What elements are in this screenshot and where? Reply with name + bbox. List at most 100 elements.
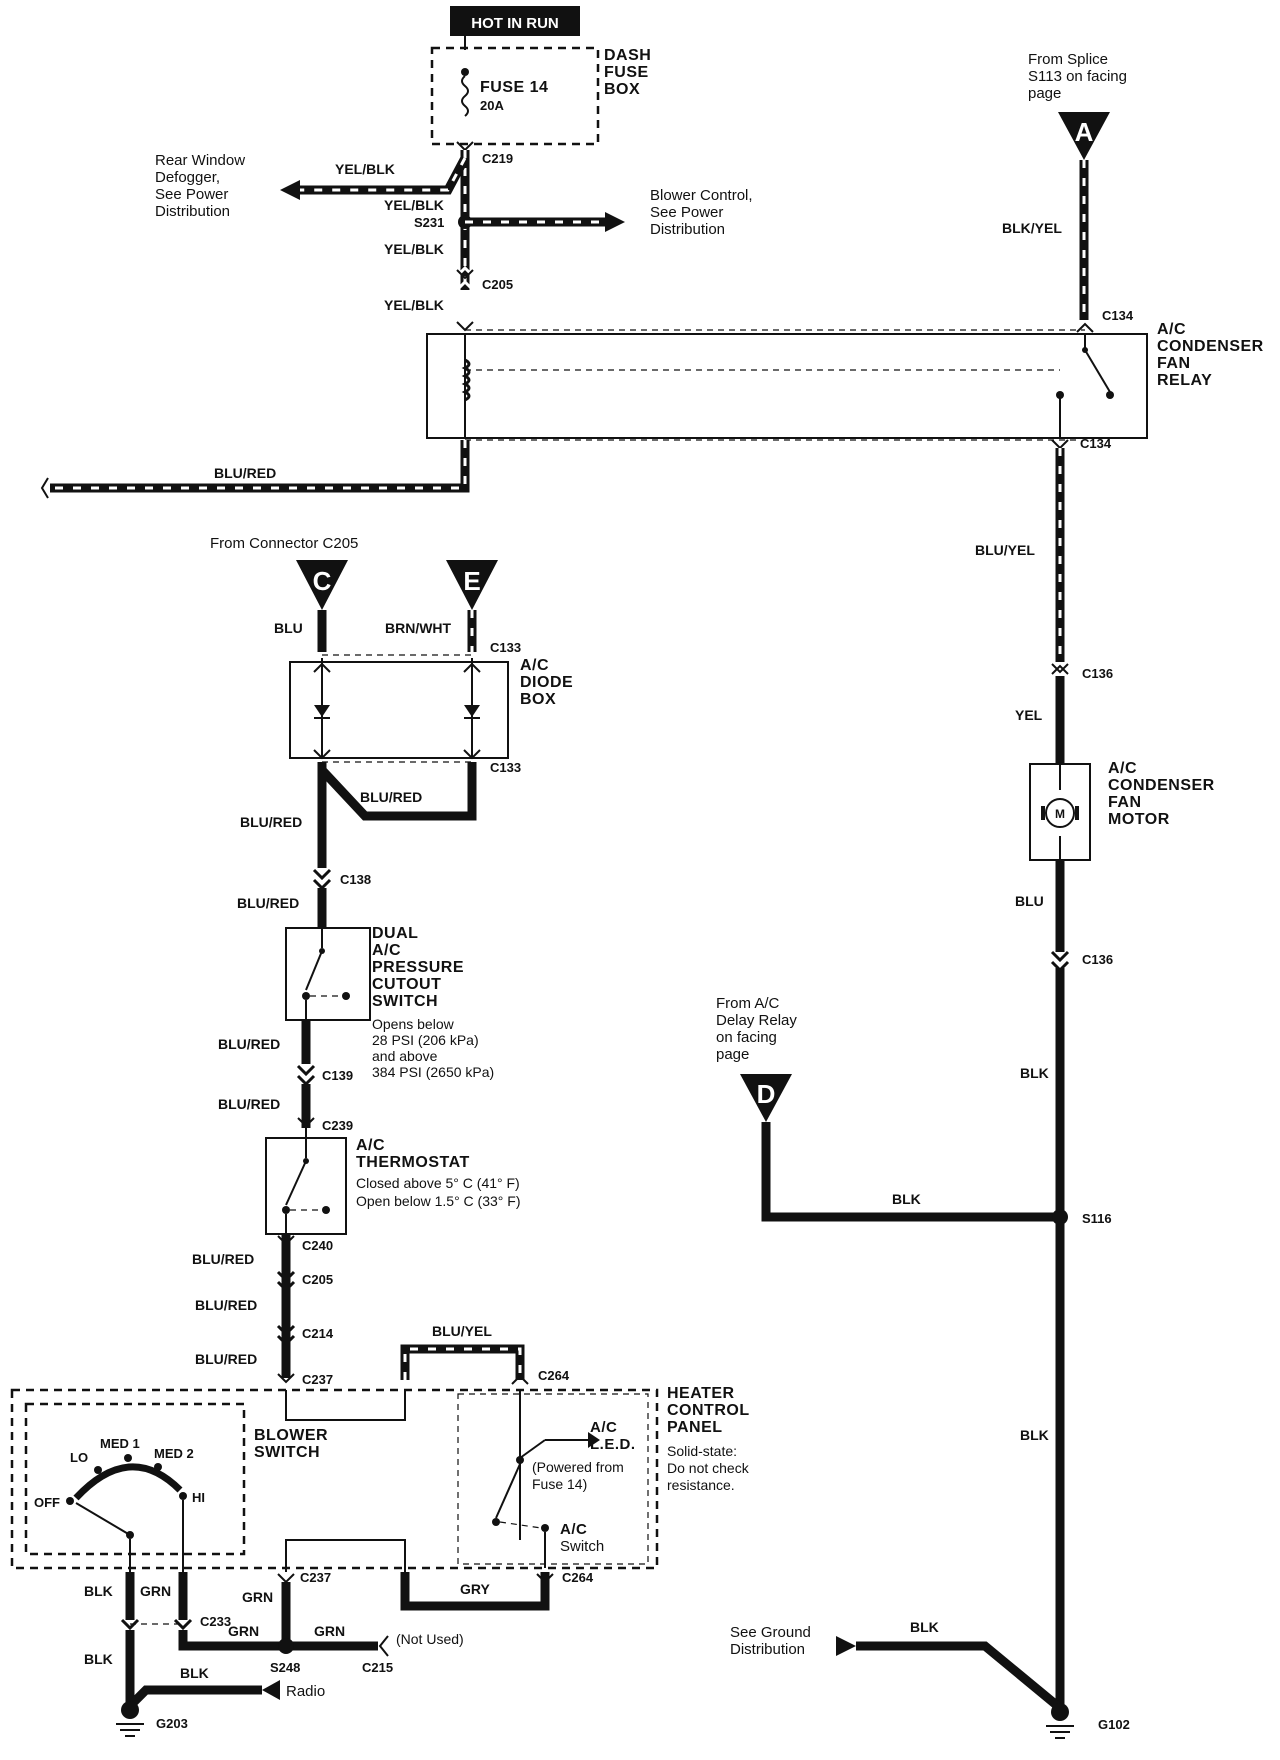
from-delay-line-1: From A/C (716, 995, 780, 1012)
from-splice-line-1: From Splice (1028, 51, 1108, 68)
wire-label-yel-blk-4: YEL/BLK (384, 297, 444, 313)
connector-c139-label: C139 (322, 1068, 353, 1083)
wire-label-grn-l4: GRN (314, 1623, 345, 1639)
pressure-switch-label-2: A/C (372, 942, 401, 959)
splice-s116-label: S116 (1082, 1211, 1112, 1226)
blower-pos-off: OFF (34, 1495, 60, 1510)
fan-motor-label-2: CONDENSER (1108, 777, 1215, 794)
thermostat-note-2: Open below 1.5° C (33° F) (356, 1193, 521, 1209)
wire-label-blu-yel-top: BLU/YEL (432, 1323, 492, 1339)
fan-motor-label-3: FAN (1108, 794, 1142, 811)
rear-window-line-1: Rear Window (155, 152, 245, 169)
wire-label-blk-ground: BLK (910, 1619, 939, 1635)
blower-control-line-1: Blower Control, (650, 187, 753, 204)
motor-symbol (1045, 798, 1075, 828)
blower-control-line-3: Distribution (650, 221, 725, 238)
blower-switch (24, 1402, 246, 1556)
wire-label-blk-s116: BLK (892, 1191, 921, 1207)
arrow-rear-window (280, 180, 300, 200)
see-ground-line-1: See Ground (730, 1624, 811, 1641)
fuse-label: FUSE 14 (480, 79, 548, 96)
diode-right (464, 705, 480, 717)
wire-label-blk-yel: BLK/YEL (1002, 220, 1062, 236)
fan-motor-label-4: MOTOR (1108, 811, 1170, 828)
wire-label-blk-right-2: BLK (1020, 1427, 1049, 1443)
relay-label-1: A/C (1157, 321, 1186, 338)
wire-label-gry: GRY (460, 1581, 490, 1597)
connector-c205a-symbol (456, 269, 474, 280)
connector-c133b-label: C133 (490, 760, 521, 775)
see-ground-line-2: Distribution (730, 1641, 805, 1658)
terminal-e (446, 560, 498, 610)
pressure-note-4: 384 PSI (2650 kPa) (372, 1064, 494, 1080)
blower-switch-arc (73, 1463, 183, 1501)
ac-led-label-2: L.E.D. (590, 1436, 636, 1453)
heater-note-1: Solid-state: (667, 1443, 737, 1459)
pressure-switch-label-1: DUAL (372, 925, 418, 942)
from-delay-line-2: Delay Relay (716, 1012, 797, 1029)
blower-pos-med2: MED 2 (154, 1446, 194, 1461)
pressure-note-1: Opens below (372, 1016, 455, 1032)
thermostat-note-1: Closed above 5° C (41° F) (356, 1175, 520, 1191)
ground-g203 (121, 1701, 139, 1719)
blower-pos-hi: HI (192, 1490, 205, 1505)
heater-note-3: resistance. (667, 1477, 735, 1493)
wire-label-blu-red-1: BLU/RED (240, 814, 302, 830)
terminal-c-label: C (313, 566, 332, 596)
connector-c205b-symbol (276, 1270, 296, 1293)
wire-blu-red-diode (318, 762, 477, 821)
wire-label-grn-l3: GRN (228, 1623, 259, 1639)
connector-c139-symbol (296, 1064, 316, 1087)
wire-label-brn-wht: BRN/WHT (385, 620, 452, 636)
blower-control-line-2: See Power (650, 204, 723, 221)
ac-condenser-fan-relay (426, 333, 1148, 439)
ac-switch-label-2: Switch (560, 1538, 604, 1555)
ground-g102 (1051, 1703, 1069, 1721)
connector-c240-label: C240 (302, 1238, 333, 1253)
fuse-box-title-1: DASH (604, 47, 651, 64)
wire-label-yel-blk-1: YEL/BLK (335, 161, 395, 177)
wire-label-blu-red-2: BLU/RED (237, 895, 299, 911)
relay-label-3: FAN (1157, 355, 1191, 372)
wire-label-blu-red-diode: BLU/RED (360, 789, 422, 805)
hot-in-run-label: HOT IN RUN (471, 15, 559, 32)
arrow-see-ground (836, 1636, 856, 1656)
ac-switch-section (457, 1393, 649, 1565)
arrow-radio (262, 1680, 280, 1700)
rear-window-line-2: Defogger, (155, 169, 220, 186)
terminal-e-label: E (463, 566, 480, 596)
from-splice-line-2: S113 on facing (1028, 68, 1127, 85)
heater-note-2: Do not check (667, 1460, 750, 1476)
blower-switch-label-2: SWITCH (254, 1444, 320, 1461)
rear-window-line-3: See Power (155, 186, 228, 203)
blower-pos-lo: LO (70, 1450, 88, 1465)
thermostat-label-2: THERMOSTAT (356, 1154, 470, 1171)
connector-c264b-label: C264 (562, 1570, 594, 1585)
led-note-1: (Powered from (532, 1459, 624, 1475)
rear-window-line-4: Distribution (155, 203, 230, 220)
terminal-d-label: D (757, 1079, 776, 1109)
ac-led-label-1: A/C (590, 1419, 617, 1436)
wire-blk-ground (856, 1641, 1063, 1712)
connector-c205a-label: C205 (482, 277, 513, 292)
heater-panel-label-1: HEATER (667, 1385, 735, 1402)
thermostat-label-1: A/C (356, 1137, 385, 1154)
wire-label-blk-l1: BLK (84, 1583, 113, 1599)
wire-gry (400, 1572, 550, 1611)
connector-c233-label: C233 (200, 1614, 231, 1629)
wire-label-blk-right-1: BLK (1020, 1065, 1049, 1081)
ac-switch-contact (495, 1463, 521, 1519)
ground-g102-symbol (1046, 1725, 1074, 1739)
wire-label-yel: YEL (1015, 707, 1043, 723)
relay-switch-contact (1084, 349, 1111, 393)
wire-blu-yel-top (400, 1344, 525, 1380)
wire-label-yel-blk-3: YEL/BLK (384, 241, 444, 257)
connector-c215-label: C215 (362, 1660, 393, 1675)
wire-blk-from-delay (761, 1122, 1060, 1222)
wire-label-blu: BLU (274, 620, 303, 636)
wire-label-blk-l3: BLK (180, 1665, 209, 1681)
connector-c237b-label: C237 (300, 1570, 331, 1585)
connector-c237a-label: C237 (302, 1372, 333, 1387)
wire-label-yel-blk-2: YEL/BLK (384, 197, 444, 213)
